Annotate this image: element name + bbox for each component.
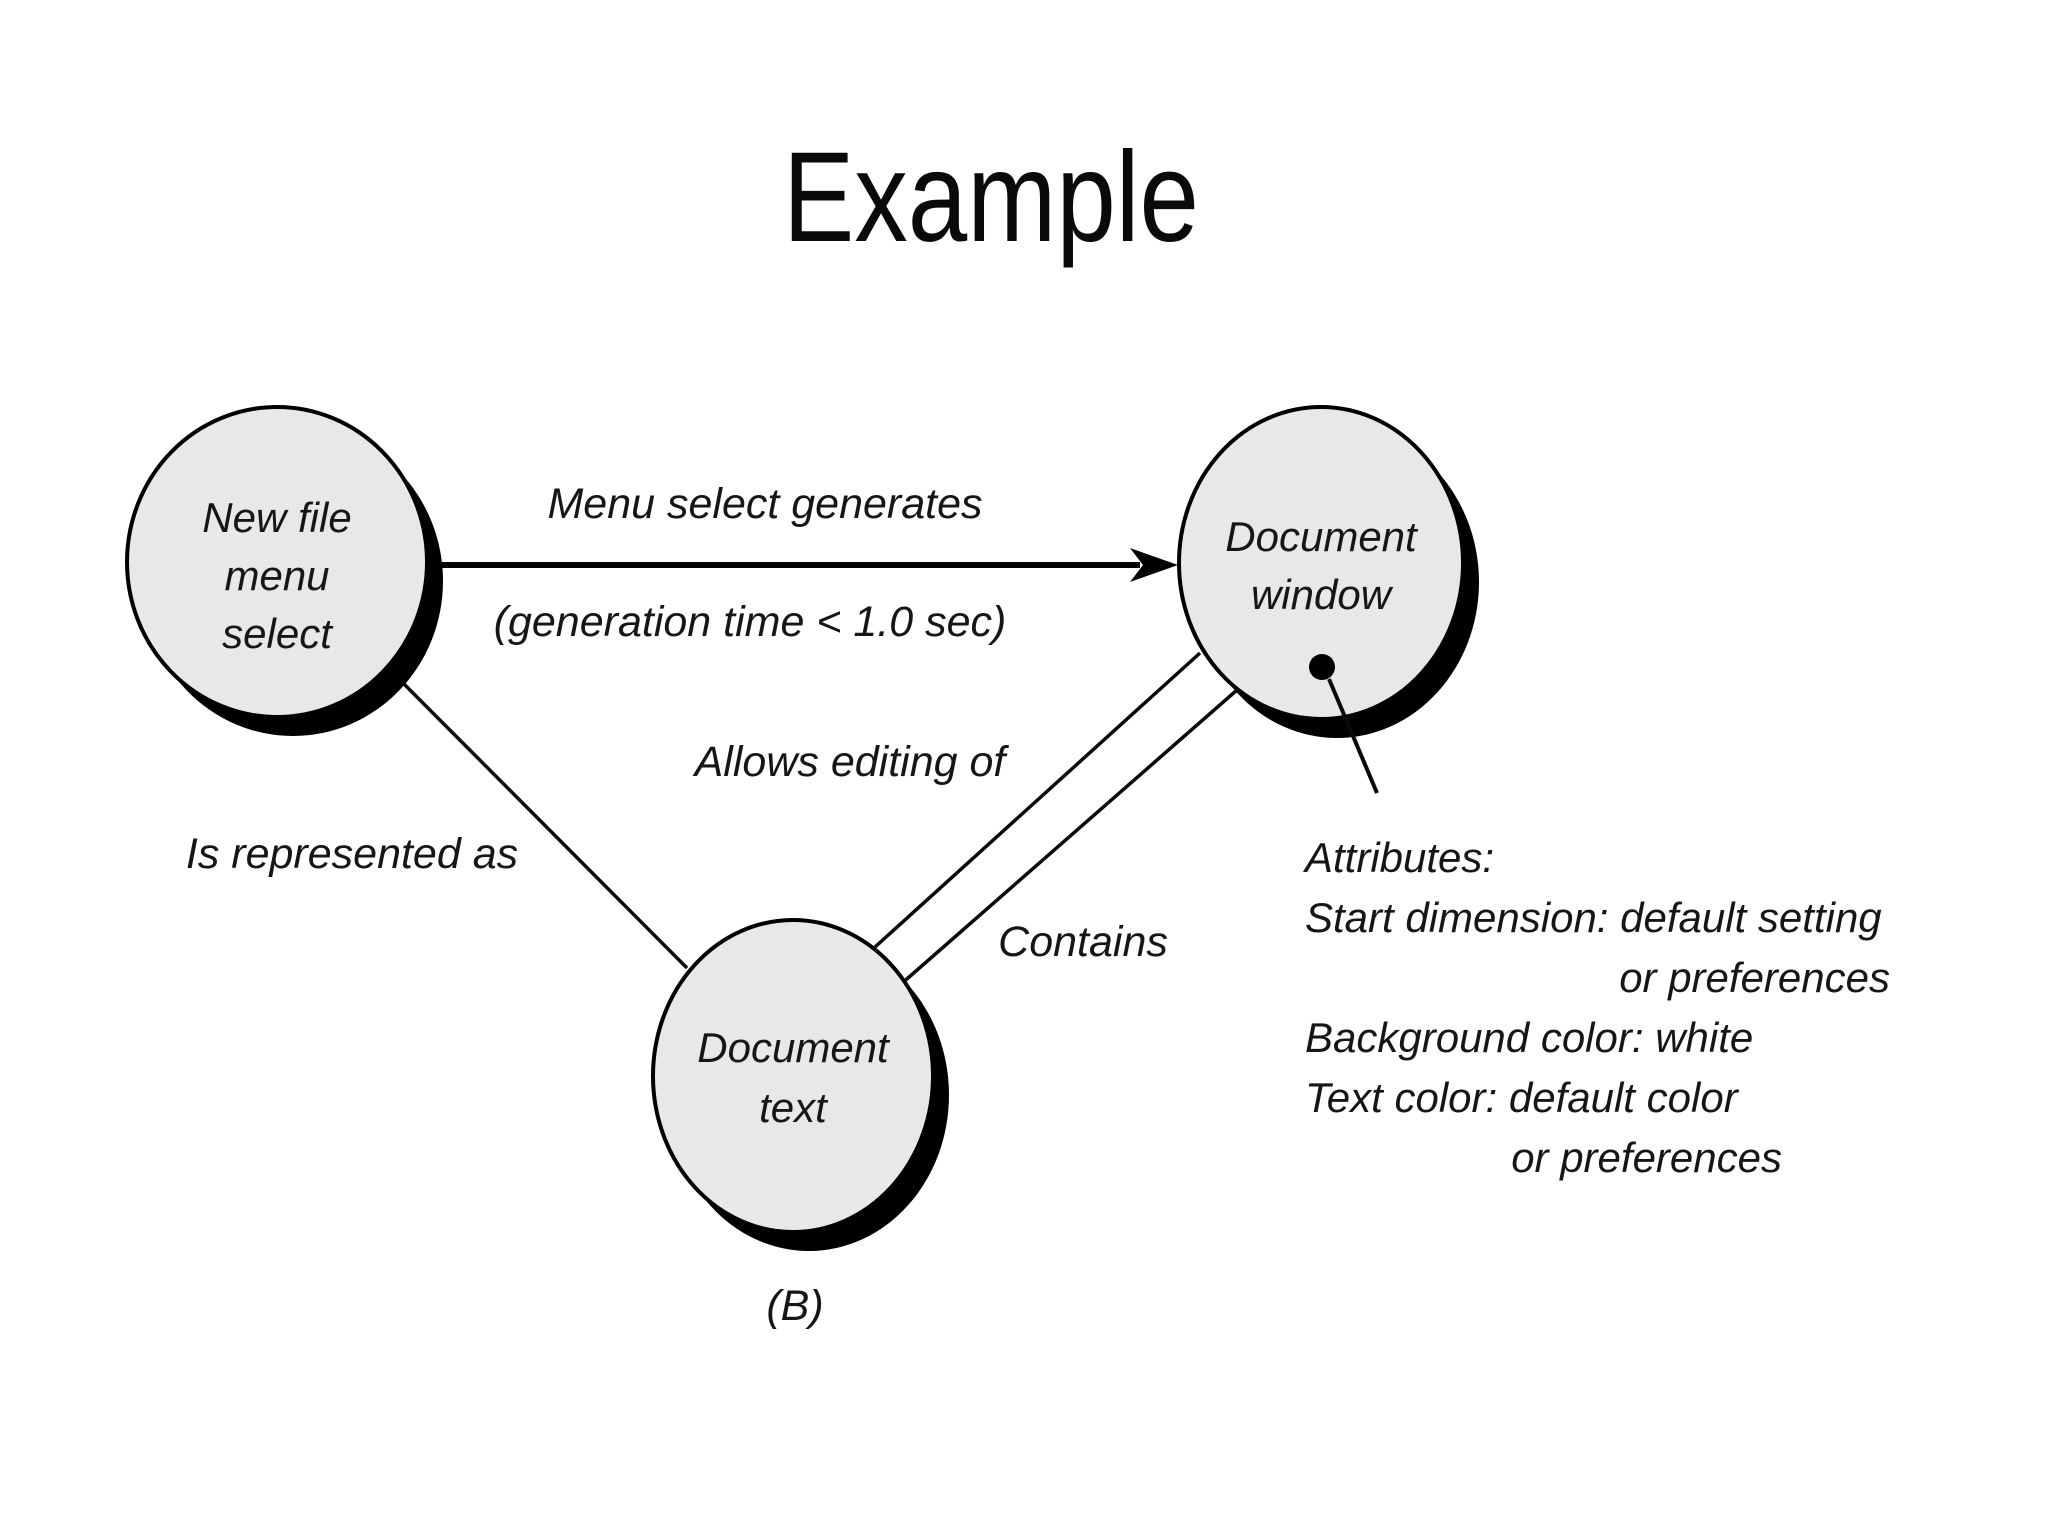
node-label-line: menu (224, 552, 329, 599)
node-document-window: Document window (1177, 405, 1479, 738)
node-circle (125, 405, 429, 719)
node-circle (651, 918, 935, 1234)
attributes-note-line: Attributes: (1302, 834, 1494, 881)
edge-label-contains: Contains (998, 918, 1168, 966)
edge-label-generation-time: (generation time < 1.0 sec) (494, 598, 1007, 646)
arrowhead-icon (1130, 548, 1178, 582)
node-new-file-menu-select: New file menu select (125, 405, 443, 736)
edge-is-represented-as-line (400, 680, 689, 970)
node-label-line: text (759, 1084, 829, 1131)
edge-allows-editing-line (873, 651, 1202, 949)
figure-label: (B) (766, 1282, 823, 1330)
attributes-note-line: or preferences (1619, 954, 1890, 1001)
node-label-line: select (222, 610, 334, 657)
node-circle (1177, 405, 1465, 721)
edge-contains-line (898, 688, 1239, 987)
node-label-line: window (1251, 571, 1394, 618)
node-label-line: Document (697, 1024, 891, 1071)
node-label-line: Document (1225, 513, 1419, 560)
attributes-note-line: Background color: white (1305, 1014, 1753, 1061)
attribute-callout-line (1327, 678, 1379, 794)
node-label-line: New file (202, 494, 351, 541)
attributes-note: Attributes: Start dimension: default set… (1302, 834, 1890, 1181)
attributes-note-line: or preferences (1511, 1134, 1782, 1181)
attributes-note-line: Text color: default color (1305, 1074, 1740, 1121)
edge-label-menu-select-generates: Menu select generates (547, 480, 982, 528)
edge-label-is-represented-as: Is represented as (186, 830, 518, 878)
node-document-text: Document text (651, 918, 949, 1251)
page-title: Example (783, 126, 1199, 269)
attribute-callout-dot (1309, 654, 1335, 680)
attributes-note-line: Start dimension: default setting (1305, 894, 1882, 941)
edge-label-allows-editing-of: Allows editing of (692, 738, 1010, 786)
